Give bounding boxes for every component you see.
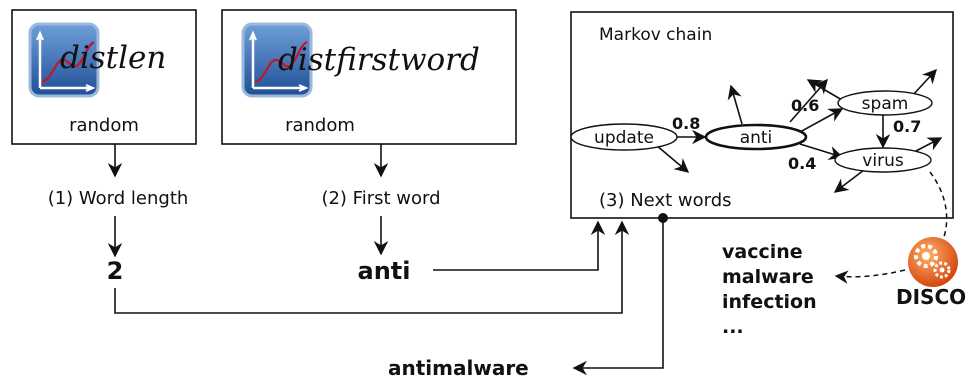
edge-weight-spam-virus: 0.7 [893,117,921,136]
node-virus: virus [834,147,932,173]
distlen-box: distlen random [11,9,197,145]
disco-word: infection [722,291,817,313]
node-anti-label: anti [740,128,773,148]
edge-weight-anti-spam: 0.6 [791,96,819,115]
distfirstword-box: distfirstword random [221,9,517,145]
first-word-step: (2) First word [321,188,440,209]
word-length-value: 2 [107,257,124,285]
markov-chain-title: Markov chain [599,25,712,45]
edge-weight-update-anti: 0.8 [672,114,700,133]
disco-gear-icon [908,237,958,287]
distfirstword-caption: random [285,115,355,136]
disco-word: ... [722,316,744,338]
node-spam: spam [837,90,933,116]
distribution-icon [28,22,100,98]
first-word-value: anti [358,257,411,285]
node-anti: anti [704,123,808,151]
node-virus-label: virus [862,151,904,171]
markov-chain-box: Markov chain (3) Next words update anti [570,11,954,219]
node-spam-label: spam [862,94,909,114]
distlen-caption: random [69,115,139,136]
disco-word: malware [722,266,814,288]
disco-word-list: vaccine malware infection ... [722,241,817,338]
edge-weight-anti-virus: 0.4 [788,154,816,173]
generated-output-word: antimalware [388,356,529,380]
node-update-label: update [594,128,654,148]
distlen-label: distlen [60,40,166,76]
distribution-icon [241,22,313,98]
disco-label: DISCO [896,285,966,309]
disco-word: vaccine [722,241,803,263]
node-update: update [570,123,678,151]
markov-edges [655,68,943,193]
next-words-caption: (3) Next words [599,190,732,211]
word-length-step: (1) Word length [48,188,189,209]
distfirstword-label: distfirstword [278,42,480,78]
